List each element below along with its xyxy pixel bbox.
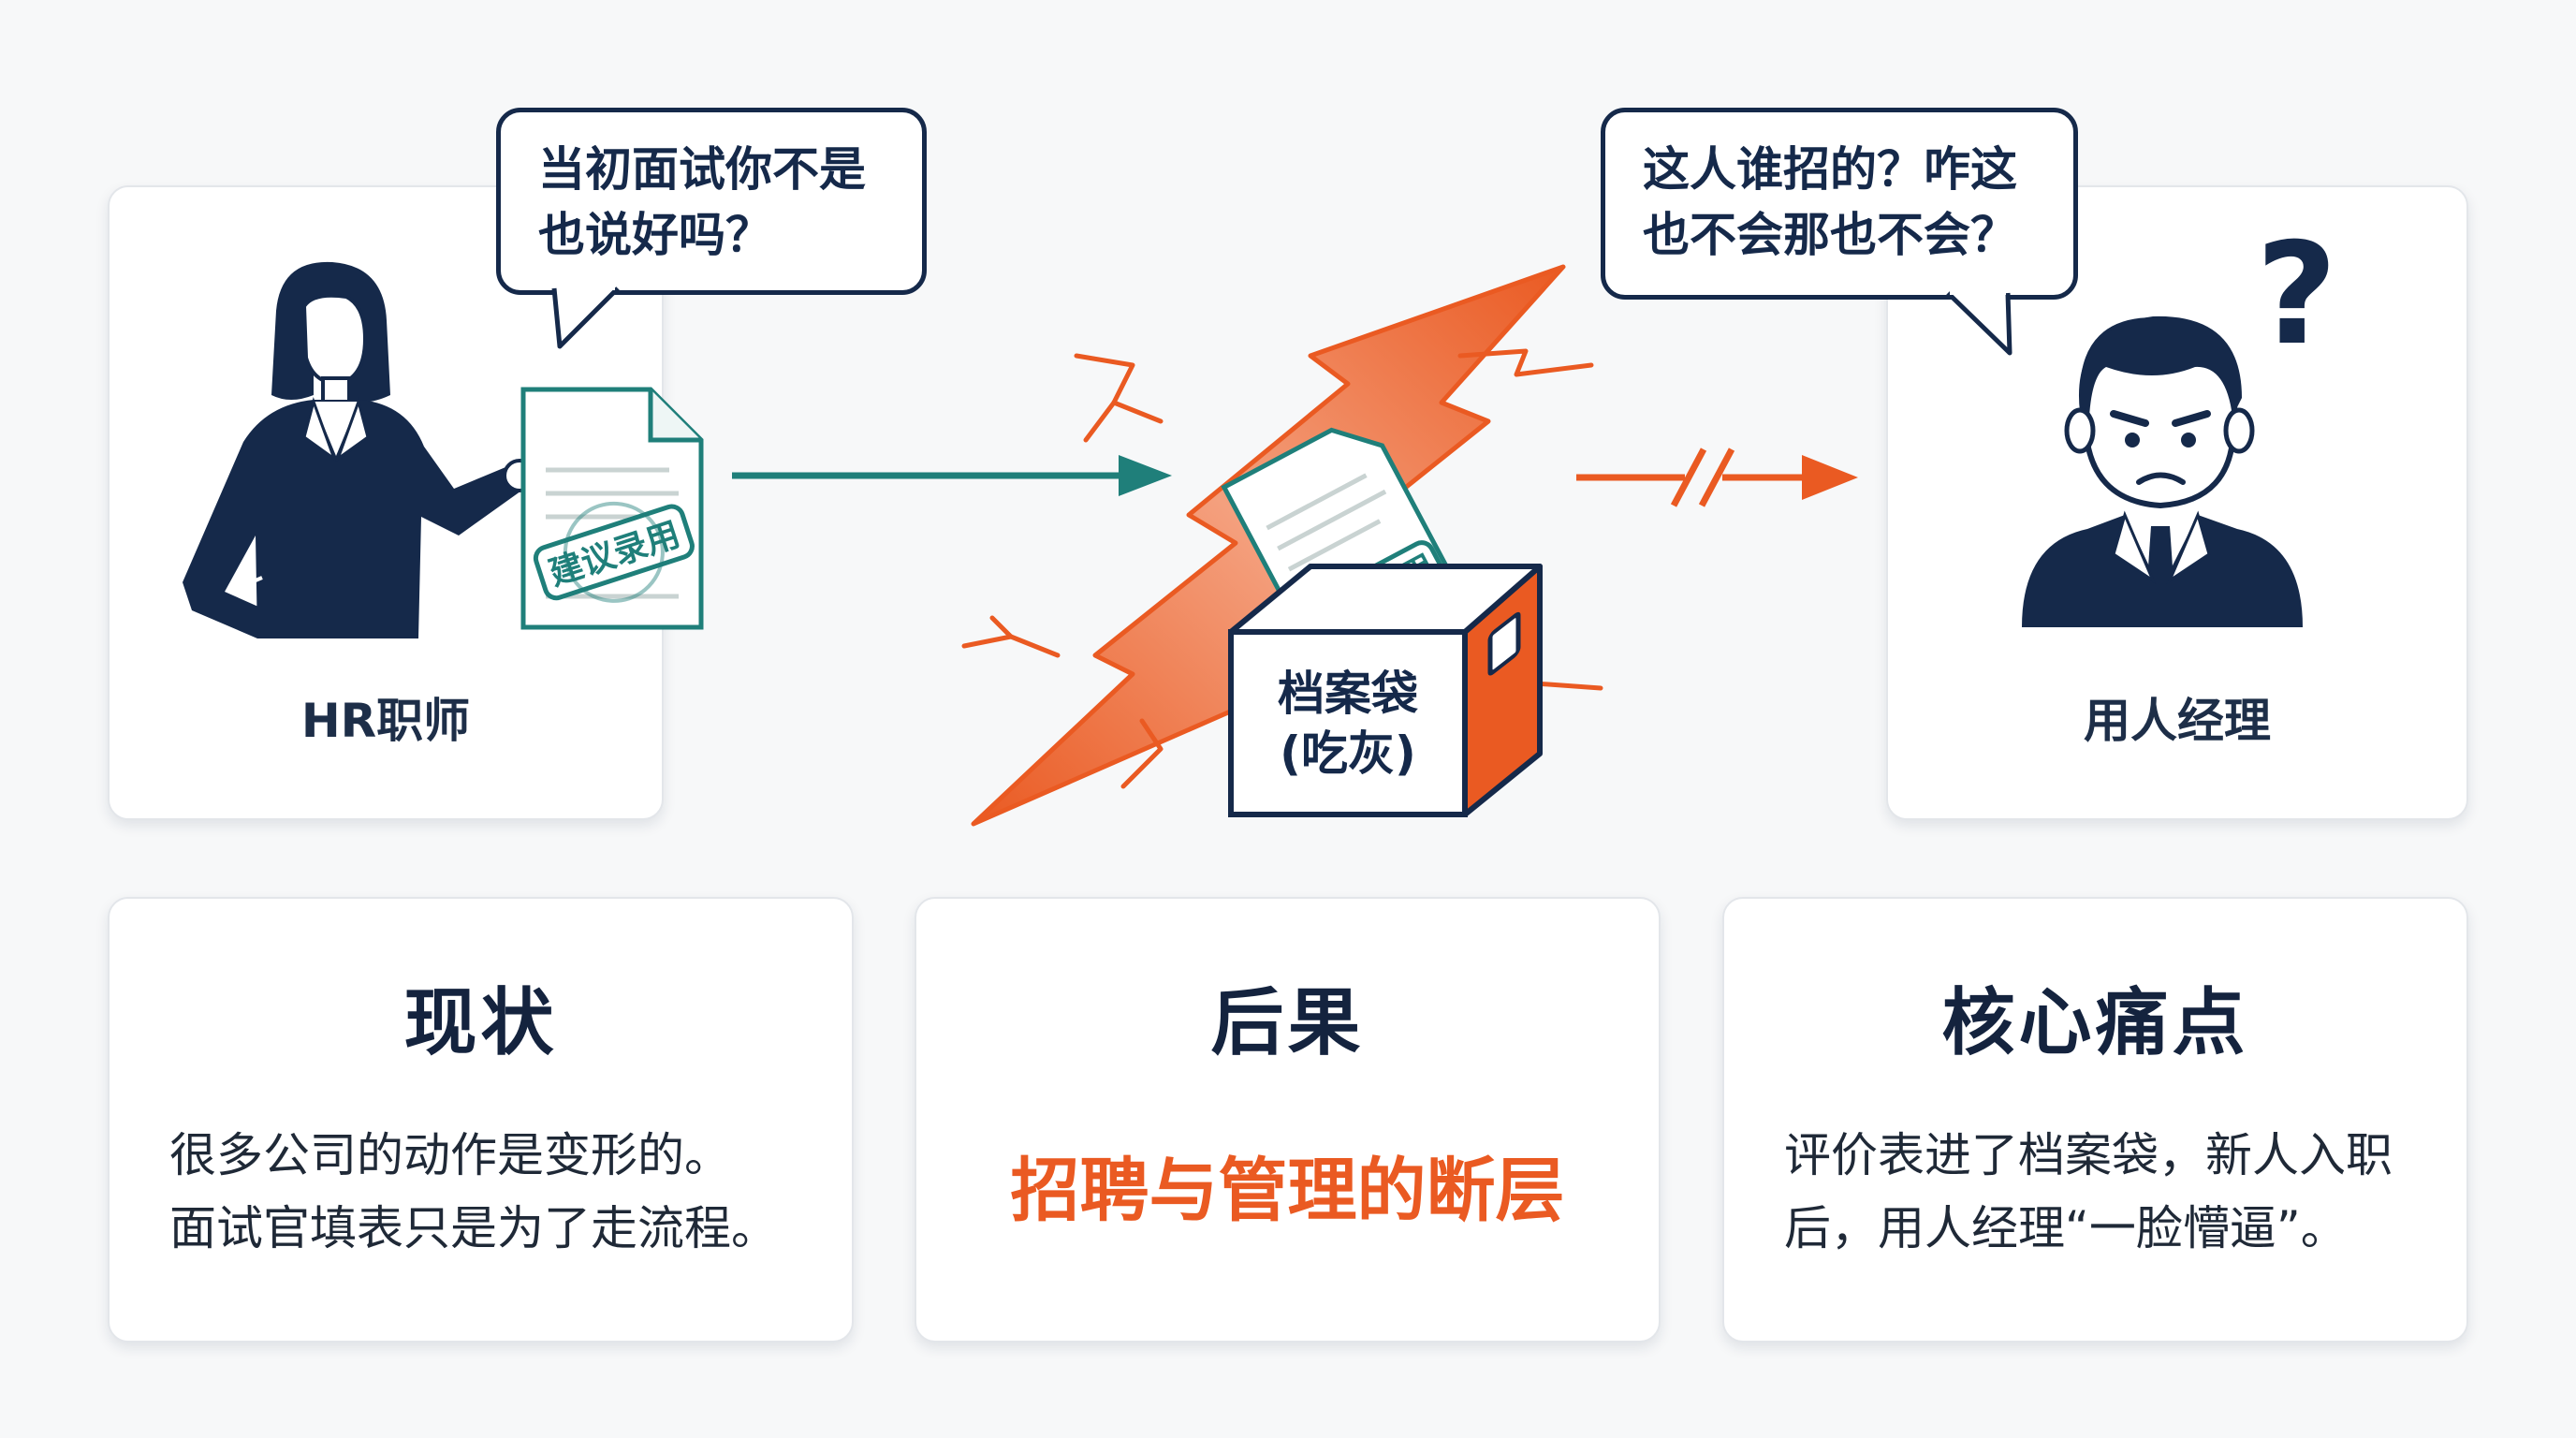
- pain-point-card: 核心痛点 评价表进了档案袋，新人入职 后，用人经理“一脸懵逼”。: [1722, 897, 2468, 1343]
- pain-point-card-line-2: 后，用人经理“一脸懵逼”。: [1784, 1201, 2348, 1255]
- manager-speech-line-1: 这人谁招的？咋这: [1643, 142, 2017, 197]
- hr-speech-tail: [551, 283, 620, 349]
- consequence-card-highlight: 招聘与管理的断层: [1010, 1151, 1565, 1231]
- archive-box-icon: 建议录用 档案袋 (吃灰): [1221, 427, 1543, 817]
- status-card-line-1: 很多公司的动作是变形的。: [169, 1128, 731, 1182]
- pain-point-card-body: 评价表进了档案袋，新人入职 后，用人经理“一脸懵逼”。: [1784, 1119, 2429, 1265]
- status-card-body: 很多公司的动作是变形的。 面试官填表只是为了走流程。: [169, 1119, 814, 1265]
- hr-speech-line-2: 也说好吗？: [538, 208, 772, 262]
- manager-man-icon: [2022, 315, 2303, 627]
- broken-arrow-icon: [1576, 448, 1858, 507]
- archive-title: 档案袋: [1278, 667, 1418, 721]
- hr-woman-icon: [183, 261, 529, 638]
- pain-point-card-line-1: 评价表进了档案袋，新人入职: [1784, 1128, 2393, 1182]
- manager-speech-line-2: 也不会那也不会？: [1643, 208, 2017, 262]
- arrow-right-icon: [732, 455, 1172, 496]
- hr-speech-line-1: 当初面试你不是: [538, 142, 866, 197]
- archive-subtitle: (吃灰): [1280, 726, 1416, 781]
- manager-speech-bubble: 这人谁招的？咋这 也不会那也不会？: [1601, 108, 2078, 300]
- hr-label: HR职师: [300, 694, 471, 748]
- document-icon: 建议录用: [520, 387, 704, 630]
- status-card-line-2: 面试官填表只是为了走流程。: [169, 1201, 778, 1255]
- pain-point-card-title: 核心痛点: [1941, 981, 2249, 1065]
- consequence-card-title: 后果: [1210, 981, 1365, 1065]
- hr-speech-bubble: 当初面试你不是 也说好吗？: [496, 108, 927, 295]
- status-card: 现状 很多公司的动作是变形的。 面试官填表只是为了走流程。: [108, 897, 854, 1343]
- status-card-title: 现状: [403, 981, 558, 1065]
- manager-label: 用人经理: [2084, 694, 2271, 748]
- consequence-card: 后果 招聘与管理的断层: [915, 897, 1661, 1343]
- question-mark-icon: ?: [2256, 213, 2338, 376]
- manager-speech-tail: [1946, 287, 2012, 356]
